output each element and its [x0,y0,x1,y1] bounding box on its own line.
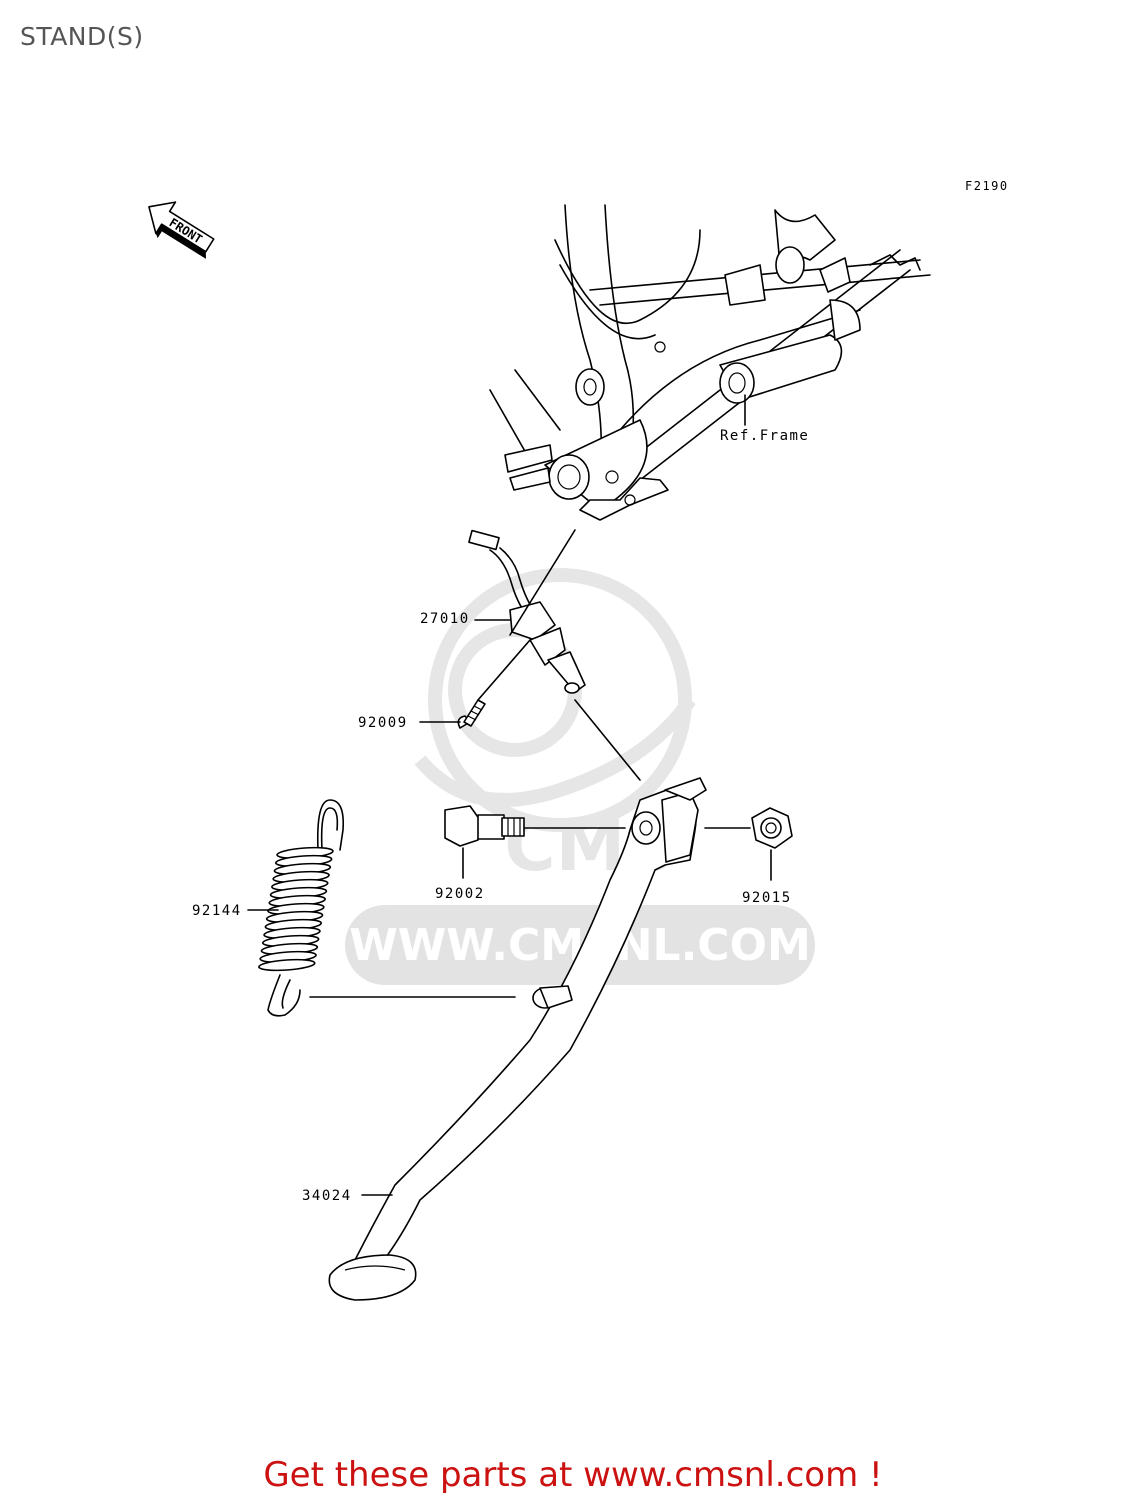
watermark-logo-arc [414,696,696,807]
watermark-banner [345,905,815,985]
part-label-34024: 34024 [302,1188,352,1204]
part-label-27010: 27010 [420,611,470,627]
part-label-92002: 92002 [435,886,485,902]
figure-code: F2190 [965,179,1009,193]
nut-92015: 92015 [704,807,793,906]
spring-coils [258,846,334,972]
page-title: STAND(S) [20,22,144,51]
part-label-92015: 92015 [742,890,792,906]
screw-92009: 92009 [358,639,641,781]
ref-frame-label: Ref.Frame [720,428,809,444]
part-label-92009: 92009 [358,715,408,731]
watermark: WWW.CMSNL.COM CMS [345,568,815,985]
spring-92144: 92144 [192,799,516,1017]
part-label-92144: 92144 [192,903,242,919]
frame-illustration: Ref.Frame [489,204,931,521]
front-arrow-icon: FRONT [148,201,215,259]
bolt-92002: 92002 [435,805,626,902]
spring-coil [258,958,316,972]
side-stand-switch: 27010 [420,529,586,694]
footer-link[interactable]: Get these parts at www.cmsnl.com ! [263,1455,883,1495]
side-stand-34024: 34024 [302,777,707,1301]
